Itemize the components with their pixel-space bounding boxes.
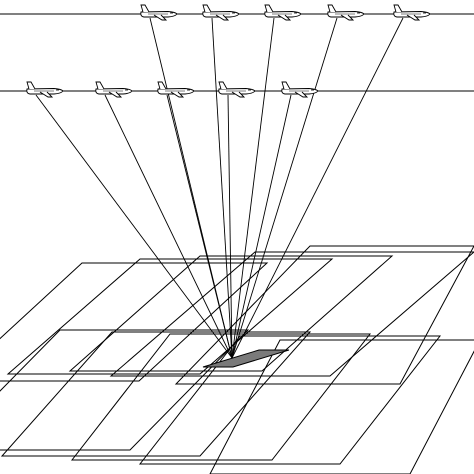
- sight-line-2-4: [227, 94, 233, 359]
- footprint-2: [6, 258, 334, 375]
- footprint-4: [109, 251, 474, 377]
- footprint-10: [209, 339, 474, 474]
- footprint-6: [0, 329, 250, 451]
- footprint-1: [0, 262, 269, 382]
- sight-line-2-1: [35, 94, 233, 359]
- footprint-9: [138, 335, 442, 465]
- footprint-7: [0, 331, 312, 457]
- sight-line-2-3: [166, 94, 233, 359]
- airplane-icon: [393, 4, 431, 21]
- ground-footprints: [0, 245, 474, 474]
- aircraft-group: [26, 4, 431, 98]
- airplane-icon: [327, 4, 365, 21]
- sight-line-2-2: [104, 94, 233, 359]
- flight-lines: [0, 13, 474, 92]
- airplane-icon: [264, 4, 302, 21]
- airplane-icon: [281, 81, 319, 98]
- sight-line-2-5: [231, 94, 292, 359]
- footprint-3: [68, 255, 394, 372]
- sight-line-1-2: [211, 17, 233, 359]
- sight-line-1-5: [231, 17, 404, 359]
- airplane-icon: [218, 81, 256, 98]
- sight-lines: [35, 17, 404, 359]
- airplane-icon: [26, 81, 64, 98]
- footprint-8: [70, 333, 372, 461]
- footprint-5: [174, 245, 474, 385]
- airplane-icon: [95, 81, 133, 98]
- sight-line-1-3: [231, 17, 275, 359]
- sight-line-1-4: [231, 17, 338, 359]
- target-area: [202, 349, 290, 368]
- airplane-icon: [140, 4, 178, 21]
- airplane-icon: [202, 4, 240, 21]
- ground-target: [202, 349, 290, 368]
- airplane-icon: [157, 81, 195, 98]
